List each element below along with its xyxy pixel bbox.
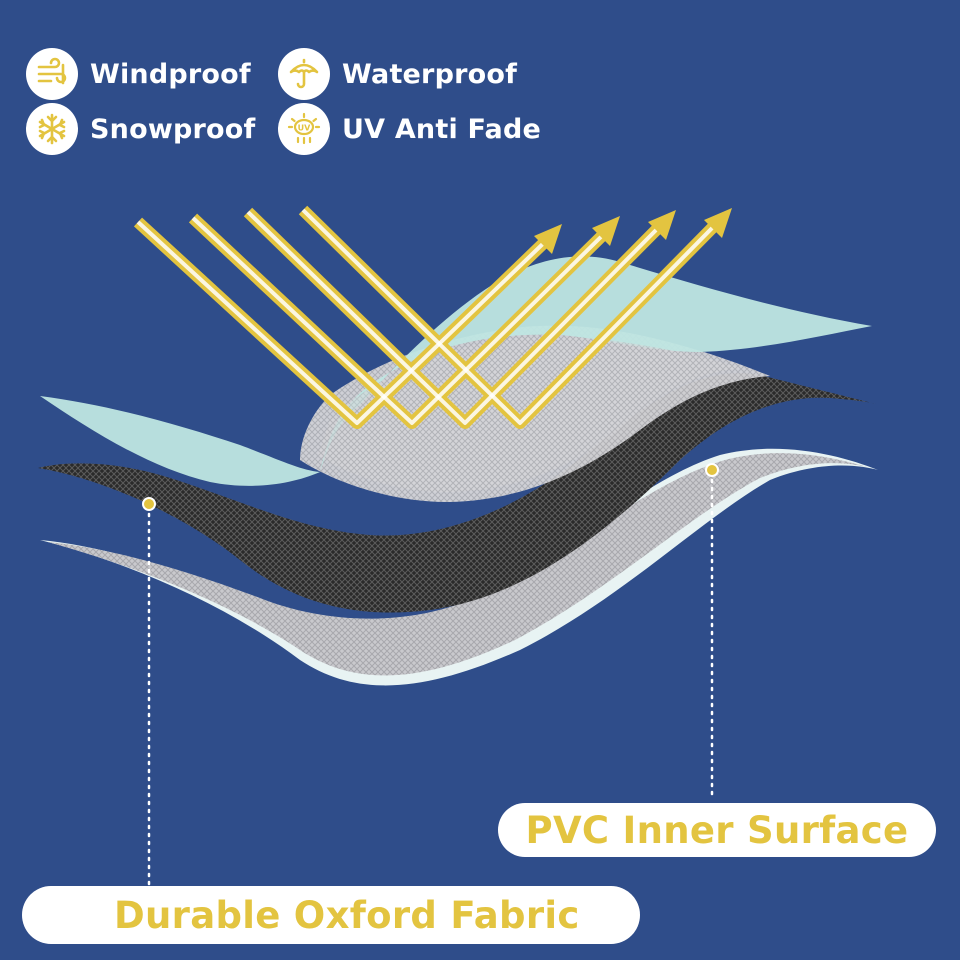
durable-oxford-fabric-callout: Durable Oxford Fabric — [22, 886, 640, 944]
snowflake-icon — [26, 103, 78, 155]
umbrella-icon — [278, 48, 330, 100]
uv-reflection-arrows-inner — [136, 208, 722, 425]
feature-uv-anti-fade: UV UV Anti Fade — [278, 103, 541, 155]
uv-sun-icon: UV — [278, 103, 330, 155]
feature-snowproof: Snowproof — [26, 103, 255, 155]
feature-label-snowproof: Snowproof — [90, 113, 256, 145]
feature-label-uv-anti-fade: UV Anti Fade — [342, 113, 542, 145]
waterproof-coating-layer — [40, 256, 872, 486]
pvc-inner-surface-text: PVC Inner Surface — [525, 808, 909, 852]
oxford-fabric-layer — [38, 373, 876, 613]
pvc-marker-dot — [705, 463, 719, 477]
durable-oxford-fabric-text: Durable Oxford Fabric — [114, 893, 580, 937]
feature-waterproof: Waterproof — [278, 48, 517, 100]
oxford-marker-dot — [142, 497, 156, 511]
arrowheads — [534, 208, 732, 254]
feature-windproof: Windproof — [26, 48, 251, 100]
pvc-inner-surface-callout: PVC Inner Surface — [498, 803, 936, 857]
feature-label-windproof: Windproof — [90, 58, 251, 90]
feature-label-waterproof: Waterproof — [342, 58, 518, 90]
wind-icon — [26, 48, 78, 100]
svg-text:UV: UV — [298, 124, 311, 133]
